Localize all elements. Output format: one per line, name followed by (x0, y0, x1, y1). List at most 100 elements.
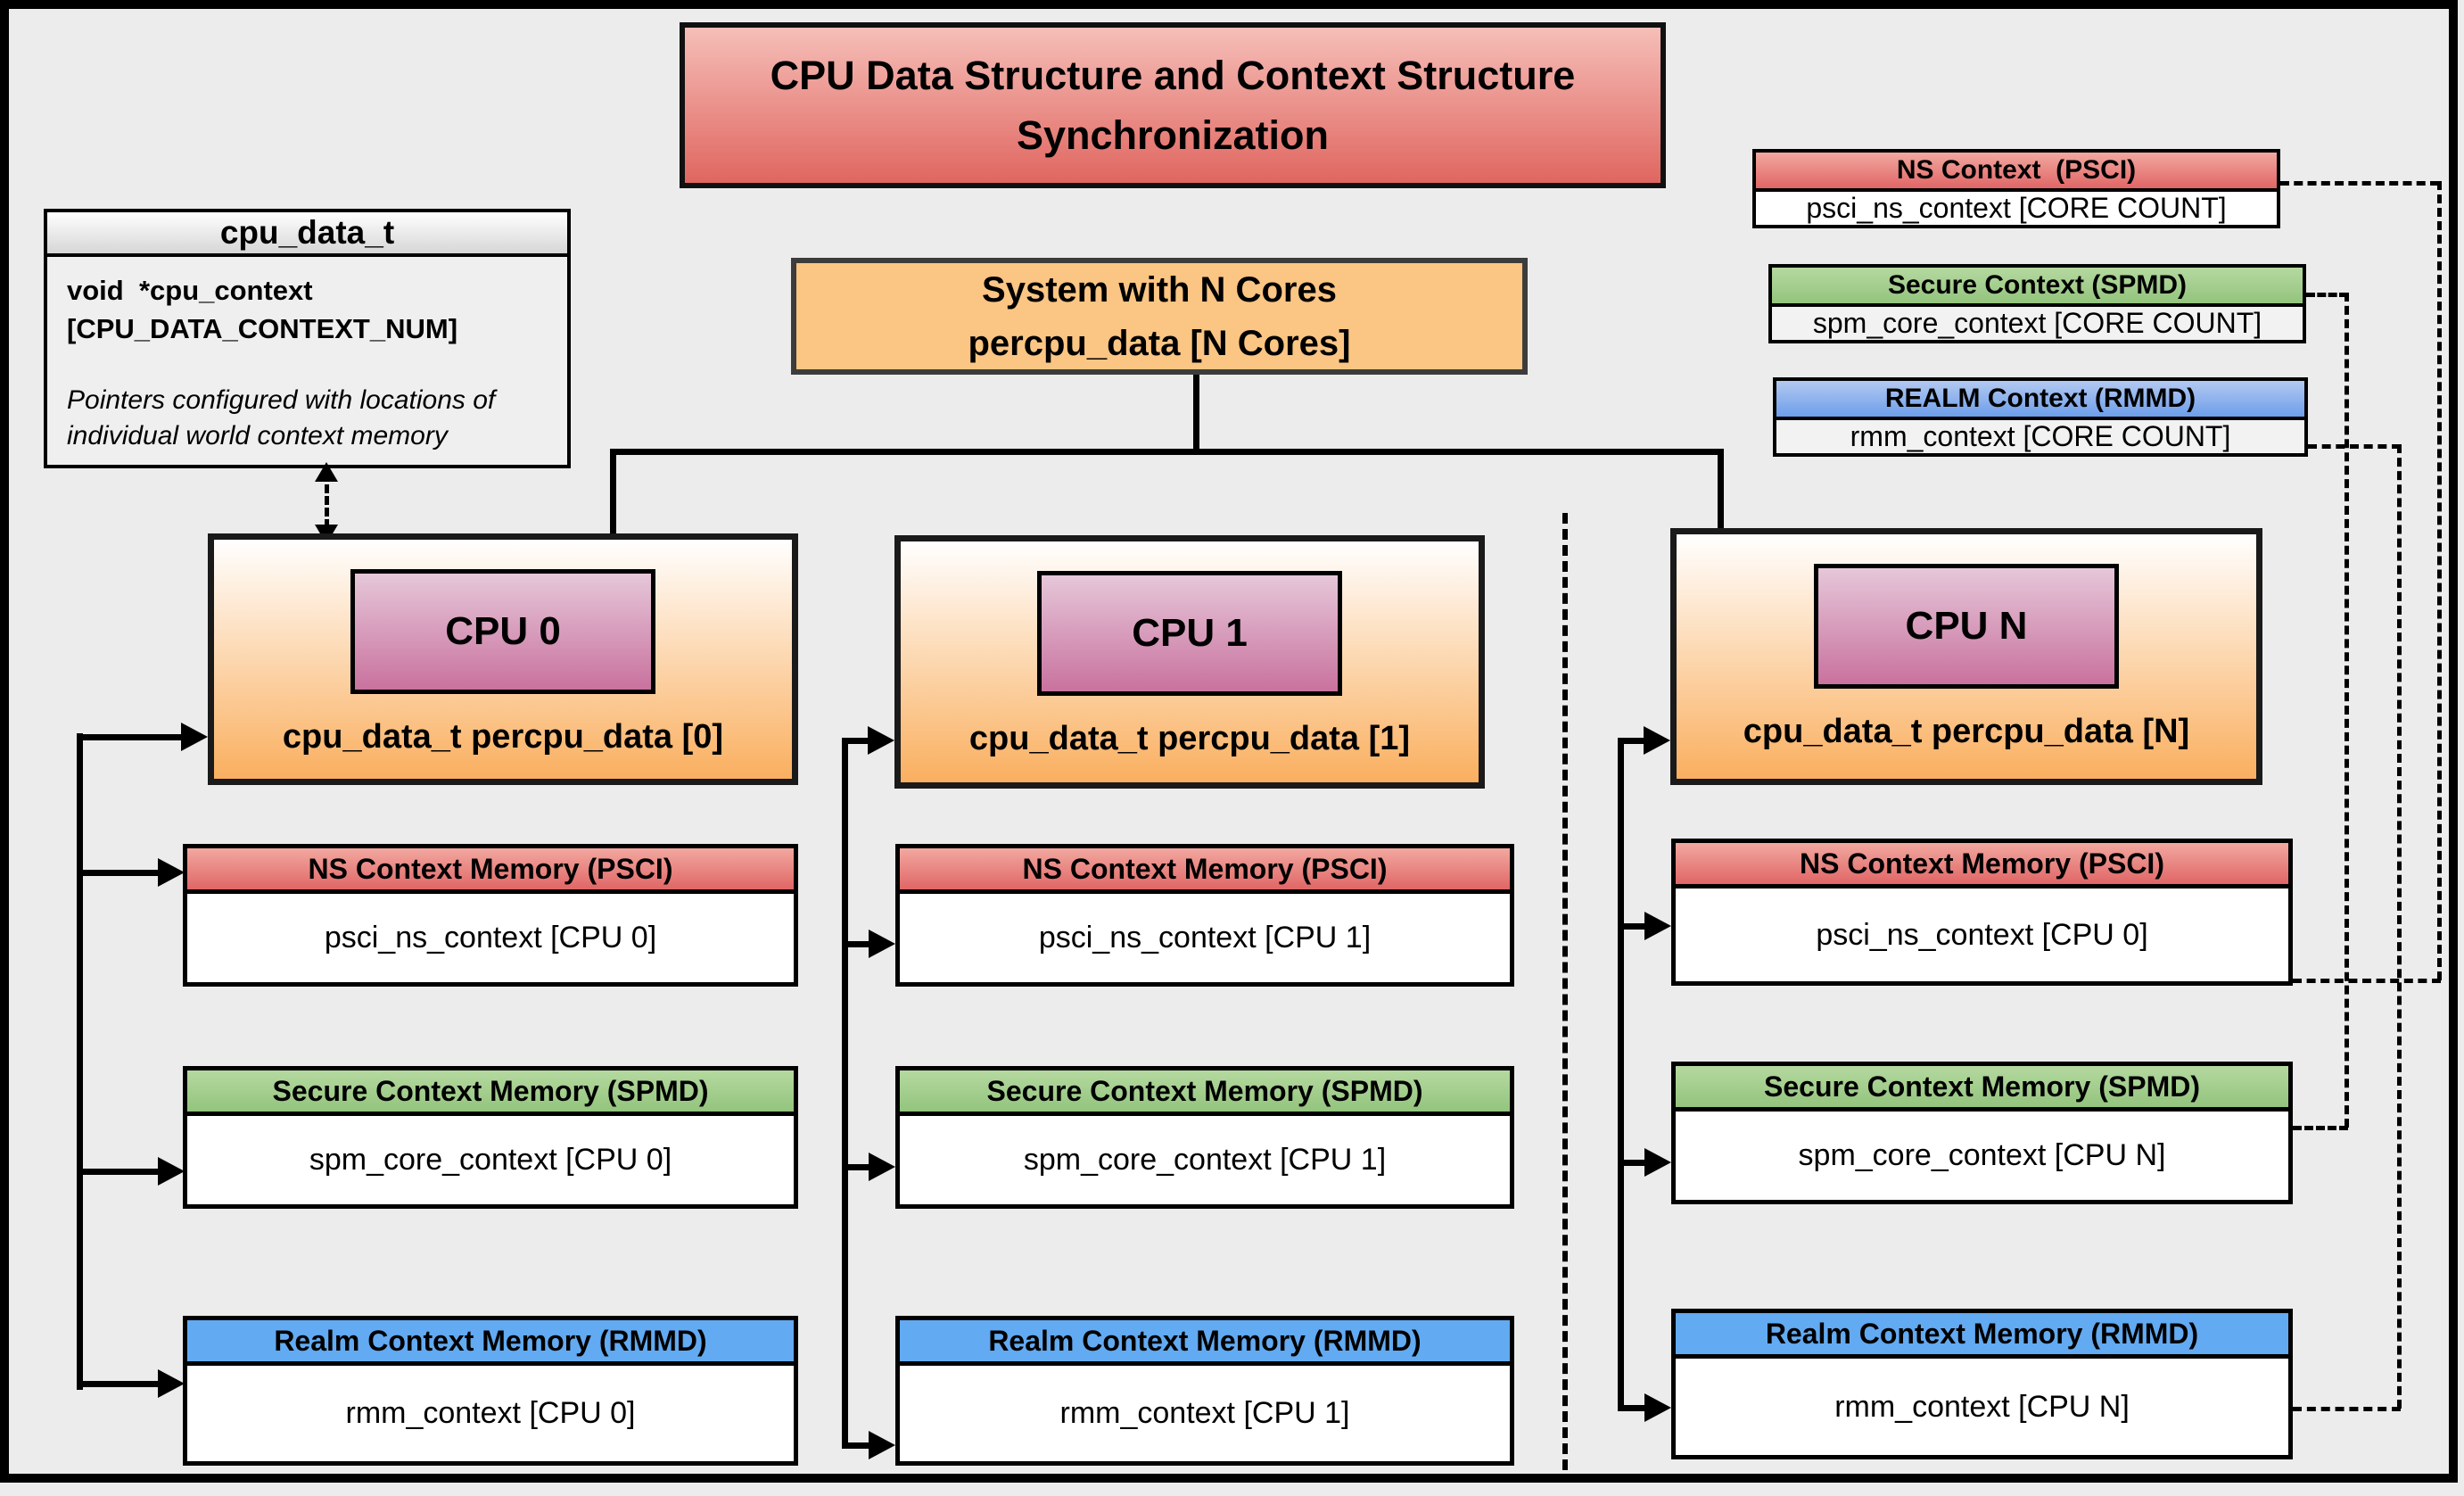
column-separator-dashed (1562, 513, 1568, 1470)
cpun-percpu-label: cpu_data_t percpu_data [N] (1743, 713, 2190, 750)
cpun-box: CPU N cpu_data_t percpu_data [N] (1670, 528, 2262, 785)
cpu0-realm-memory-box: Realm Context Memory (RMMD) rmm_context … (183, 1316, 798, 1466)
cpu0-feeder-to-secure (77, 1169, 158, 1175)
cpu0-secure-memory-header: Secure Context Memory (SPMD) (187, 1070, 794, 1116)
cpu1-feeder-to-realm (842, 1442, 869, 1449)
cpun-realm-memory-header: Realm Context Memory (RMMD) (1676, 1313, 2288, 1359)
legend-ns-header: NS Context (PSCI) (1756, 153, 2277, 192)
cpu0-ns-memory-body: psci_ns_context [CPU 0] (324, 921, 657, 955)
cpu-data-t-header: cpu_data_t (47, 212, 567, 257)
cpu0-secure-memory-box: Secure Context Memory (SPMD) spm_core_co… (183, 1066, 798, 1209)
cpu1-realm-memory-header: Realm Context Memory (RMMD) (900, 1320, 1510, 1366)
arrow-right-icon (868, 726, 894, 755)
cpu0-feeder-to-ns (77, 870, 158, 876)
cpu1-realm-memory-body: rmm_context [CPU 1] (1059, 1396, 1350, 1430)
cpun-feeder-to-secure (1618, 1160, 1644, 1166)
cpun-secure-memory-box: Secure Context Memory (SPMD) spm_core_co… (1671, 1062, 2293, 1204)
cpu0-feeder-vertical (77, 733, 83, 1390)
cpu0-realm-memory-header: Realm Context Memory (RMMD) (187, 1320, 794, 1366)
diagram-title: CPU Data Structure and Context Structure… (680, 22, 1666, 188)
connector-branch-horizontal (610, 449, 1724, 455)
cpun-realm-memory-body: rmm_context [CPU N] (1834, 1389, 2130, 1424)
arrow-right-icon (181, 723, 208, 751)
cpu1-secure-memory-header: Secure Context Memory (SPMD) (900, 1070, 1510, 1116)
arrow-right-icon (869, 1153, 895, 1181)
cpun-feeder-to-realm (1618, 1405, 1644, 1411)
cpu-data-t-field: void *cpu_context [CPU_DATA_CONTEXT_NUM] (67, 275, 458, 345)
arrow-up-icon (315, 462, 338, 482)
cpun-realm-dashed-link (2293, 1407, 2401, 1411)
arrow-right-icon (1644, 912, 1671, 940)
connector-cpudata-cpu0-dashed (325, 473, 329, 528)
system-box-line1: System with N Cores (982, 269, 1337, 310)
diagram-title-text: CPU Data Structure and Context Structure… (770, 52, 1576, 159)
legend-ns-body: psci_ns_context [CORE COUNT] (1756, 192, 2277, 225)
system-box-label: System with N Cores percpu_data [N Cores… (968, 263, 1351, 370)
legend-secure-dashed-vertical (2345, 293, 2349, 1128)
cpu1-ns-memory-body: psci_ns_context [CPU 1] (1038, 921, 1372, 955)
cpun-ns-memory-box: NS Context Memory (PSCI) psci_ns_context… (1671, 839, 2293, 986)
cpu0-label: CPU 0 (350, 569, 655, 694)
cpun-secure-dashed-link (2293, 1126, 2348, 1130)
cpun-feeder-to-cpu (1618, 738, 1644, 744)
cpun-secure-memory-body: spm_core_context [CPU N] (1798, 1138, 2166, 1172)
arrow-right-icon (869, 930, 895, 958)
cpun-label: CPU N (1814, 564, 2119, 689)
cpu1-ns-memory-header: NS Context Memory (PSCI) (900, 848, 1510, 894)
legend-ns-dashed-horizontal (2280, 181, 2439, 186)
cpun-feeder-to-ns (1618, 923, 1644, 930)
legend-ns-box: NS Context (PSCI) psci_ns_context [CORE … (1752, 149, 2280, 228)
cpun-ns-memory-header: NS Context Memory (PSCI) (1676, 843, 2288, 889)
cpu0-secure-memory-body: spm_core_context [CPU 0] (309, 1143, 672, 1177)
legend-realm-box: REALM Context (RMMD) rmm_context [CORE C… (1773, 377, 2308, 457)
arrow-right-icon (158, 858, 185, 887)
legend-secure-dashed-horizontal (2306, 293, 2348, 297)
legend-ns-dashed-vertical (2437, 181, 2442, 980)
cpu0-realm-memory-body: rmm_context [CPU 0] (345, 1396, 636, 1430)
cpu1-feeder-vertical (842, 739, 848, 1448)
cpu1-label: CPU 1 (1037, 571, 1342, 696)
cpu1-realm-memory-box: Realm Context Memory (RMMD) rmm_context … (895, 1316, 1514, 1466)
arrow-right-icon (1644, 1148, 1671, 1177)
cpun-realm-memory-box: Realm Context Memory (RMMD) rmm_context … (1671, 1309, 2293, 1459)
connector-system-drop (1193, 375, 1199, 450)
legend-secure-header: Secure Context (SPMD) (1772, 268, 2303, 307)
arrow-right-icon (1644, 1393, 1671, 1422)
cpun-secure-memory-header: Secure Context Memory (SPMD) (1676, 1066, 2288, 1112)
cpu1-secure-memory-body: spm_core_context [CPU 1] (1023, 1143, 1387, 1177)
legend-realm-header: REALM Context (RMMD) (1776, 381, 2304, 420)
connector-branch-to-cpu0 (610, 449, 616, 535)
arrow-right-icon (1644, 726, 1670, 755)
legend-realm-body: rmm_context [CORE COUNT] (1776, 420, 2304, 453)
arrow-right-icon (158, 1369, 185, 1398)
cpu0-feeder-to-realm (77, 1381, 158, 1387)
arrow-right-icon (869, 1431, 895, 1459)
connector-branch-to-cpun (1718, 449, 1724, 530)
legend-realm-dashed-horizontal (2308, 444, 2401, 449)
legend-realm-dashed-vertical (2397, 444, 2402, 1409)
cpu1-feeder-to-ns (842, 941, 869, 947)
cpu1-percpu-label: cpu_data_t percpu_data [1] (968, 720, 1411, 757)
cpu1-feeder-to-secure (842, 1164, 869, 1170)
cpu0-ns-memory-header: NS Context Memory (PSCI) (187, 848, 794, 894)
cpun-ns-memory-body: psci_ns_context [CPU 0] (1816, 917, 2148, 952)
legend-secure-body: spm_core_context [CORE COUNT] (1772, 307, 2303, 340)
cpu-data-t-note: Pointers configured with locations of in… (67, 384, 496, 451)
cpu-data-t-body: void *cpu_context [CPU_DATA_CONTEXT_NUM]… (47, 257, 567, 469)
cpu1-ns-memory-box: NS Context Memory (PSCI) psci_ns_context… (895, 844, 1514, 987)
cpu0-percpu-label: cpu_data_t percpu_data [0] (282, 718, 724, 756)
arrow-right-icon (158, 1157, 185, 1186)
cpu0-ns-memory-box: NS Context Memory (PSCI) psci_ns_context… (183, 844, 798, 987)
cpu0-box: CPU 0 cpu_data_t percpu_data [0] (208, 533, 798, 785)
cpu1-box: CPU 1 cpu_data_t percpu_data [1] (894, 535, 1485, 789)
system-box: System with N Cores percpu_data [N Cores… (791, 258, 1528, 375)
cpu-data-t-box: cpu_data_t void *cpu_context [CPU_DATA_C… (44, 209, 571, 468)
cpu1-secure-memory-box: Secure Context Memory (SPMD) spm_core_co… (895, 1066, 1514, 1209)
cpun-ns-dashed-link (2293, 979, 2441, 983)
legend-secure-box: Secure Context (SPMD) spm_core_context [… (1768, 264, 2306, 343)
cpu1-feeder-to-cpu (842, 738, 868, 744)
cpu0-feeder-to-cpu (77, 734, 181, 740)
cpun-feeder-vertical (1618, 739, 1624, 1410)
